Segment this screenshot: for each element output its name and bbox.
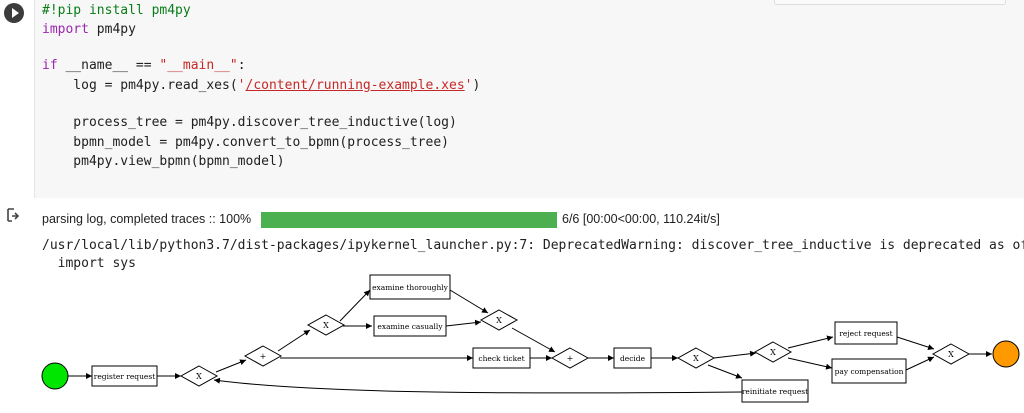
progress-bar-fill: [261, 212, 557, 228]
task-check-ticket: check ticket: [472, 347, 531, 369]
svg-text:register request: register request: [94, 372, 155, 381]
progress-label: parsing log, completed traces :: 100%: [42, 212, 252, 226]
task-reject-request: reject request: [834, 321, 898, 345]
progress-bar: [261, 212, 557, 228]
warning-text: /usr/local/lib/python3.7/dist-packages/i…: [42, 238, 1024, 253]
output-clear-icon[interactable]: [6, 208, 20, 222]
edge-x1-plus1: [215, 359, 247, 373]
run-cell-button[interactable]: [4, 3, 24, 23]
svg-text:decide: decide: [620, 354, 646, 363]
code-line-5: log = pm4py.read_xes('/content/running-e…: [42, 78, 481, 93]
gateway-and-2: +: [550, 347, 590, 369]
gateway-xor-2: X: [306, 314, 346, 336]
task-pay-compensation: pay compensation: [831, 358, 907, 384]
edge-x5-pay: [787, 357, 833, 370]
svg-text:X: X: [948, 350, 954, 359]
svg-text:reject request: reject request: [839, 329, 892, 338]
svg-text:pay compensation: pay compensation: [835, 367, 904, 376]
svg-text:X: X: [693, 354, 699, 363]
cell-gutter: [0, 0, 34, 198]
code-editor[interactable]: #!pip install pm4py import pm4py if __na…: [34, 0, 1024, 198]
end-event: [992, 340, 1020, 368]
task-register-request: register request: [91, 365, 158, 387]
edge-reject-x6: [896, 336, 935, 351]
svg-text:X: X: [196, 372, 202, 381]
task-examine-thoroughly: examine thoroughly: [369, 274, 451, 300]
code-line-4: if __name__ == "__main__":: [42, 58, 246, 73]
warning-text-import: import sys: [42, 256, 136, 271]
task-decide: decide: [613, 347, 652, 369]
gateway-and-1: +: [243, 345, 283, 367]
edge-plus1-x2: [277, 329, 311, 352]
svg-text:X: X: [496, 316, 502, 325]
bpmn-edges: [68, 289, 992, 394]
task-examine-casually: examine casually: [373, 315, 447, 337]
edge-casual-x3: [445, 319, 482, 327]
code-line-1: #!pip install pm4py: [42, 3, 191, 18]
code-line-9: pm4py.view_bpmn(bpmn_model): [42, 154, 285, 169]
code-cell[interactable]: #!pip install pm4py import pm4py if __na…: [0, 0, 1024, 198]
gateway-xor-1: X: [179, 365, 219, 387]
svg-text:reinitiate request: reinitiate request: [742, 387, 808, 396]
code-line-2: import pm4py: [42, 22, 136, 37]
edge-x5-reject: [787, 335, 834, 349]
start-event: [41, 362, 69, 390]
gateway-xor-5: X: [753, 341, 793, 363]
edge-x3-plus2: [511, 327, 556, 353]
task-reinitiate-request: reinitiate request: [741, 379, 809, 403]
gateway-xor-4: X: [676, 347, 716, 369]
svg-text:examine thoroughly: examine thoroughly: [372, 283, 449, 292]
edge-pay-x6: [905, 356, 935, 371]
edge-reinitiate-x1: [213, 377, 743, 394]
svg-text:+: +: [260, 352, 267, 361]
code-line-8: bpmn_model = pm4py.convert_to_bpmn(proce…: [42, 135, 449, 150]
xes-path-link[interactable]: /content/running-example.xes: [245, 78, 465, 93]
progress-stats: 6/6 [00:00<00:00, 110.24it/s]: [562, 212, 720, 226]
bpmn-diagram: register request examine thoroughly exam…: [41, 274, 1020, 403]
svg-text:examine casually: examine casually: [377, 322, 443, 331]
gateway-xor-3: X: [479, 309, 519, 331]
svg-text:X: X: [770, 348, 776, 357]
cell-toolbar-edge: [774, 0, 1006, 5]
edge-x2-thorough: [339, 289, 371, 322]
svg-text:+: +: [567, 354, 574, 363]
edge-thorough-x3: [449, 289, 489, 314]
edge-x4-reinitiate: [707, 364, 743, 379]
gateway-xor-6: X: [931, 343, 971, 365]
svg-text:X: X: [323, 321, 329, 330]
edge-x4-x5: [713, 350, 757, 359]
svg-text:check ticket: check ticket: [478, 354, 524, 363]
code-line-7: process_tree = pm4py.discover_tree_induc…: [42, 115, 457, 130]
